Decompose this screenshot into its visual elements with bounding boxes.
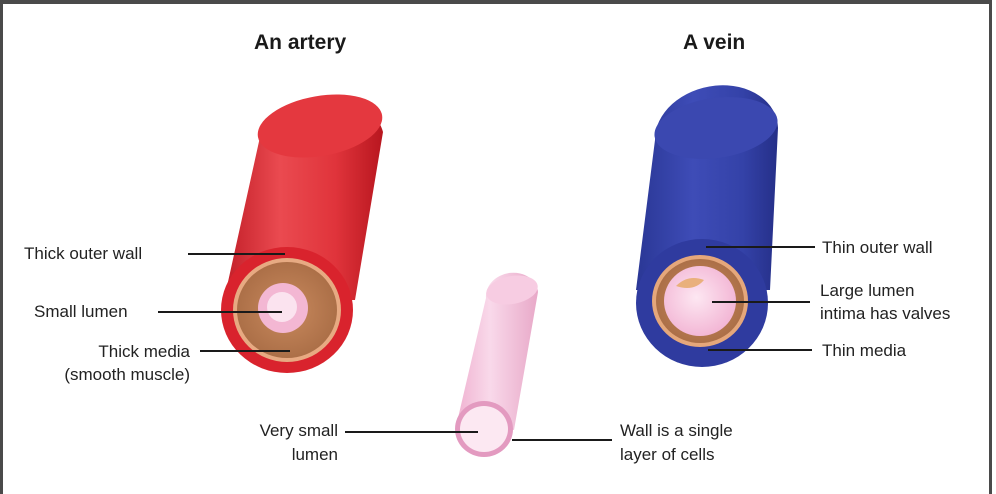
vein-media-label: Thin media xyxy=(822,340,906,361)
capillary-lumen-label-line2: lumen xyxy=(196,444,338,465)
artery-title: An artery xyxy=(254,31,346,55)
vein-title: A vein xyxy=(683,31,745,55)
artery-illustration xyxy=(221,86,387,373)
artery-lumen xyxy=(267,292,297,322)
capillary-wall-label-line1: Wall is a single xyxy=(620,420,733,441)
vein-outer-wall-label: Thin outer wall xyxy=(822,237,933,258)
capillary-illustration xyxy=(455,272,540,457)
artery-lumen-label: Small lumen xyxy=(34,301,128,322)
vein-lumen-label-line1: Large lumen xyxy=(820,280,915,301)
artery-media-label-line1: Thick media xyxy=(40,341,190,362)
artery-media-label-line2: (smooth muscle) xyxy=(40,364,190,385)
vein-illustration xyxy=(636,85,782,367)
vein-lumen-label-line2: intima has valves xyxy=(820,303,950,324)
capillary-lumen xyxy=(460,406,508,452)
capillary-lumen-label-line1: Very small xyxy=(196,420,338,441)
artery-outer-wall-label: Thick outer wall xyxy=(24,243,142,264)
capillary-wall-label-line2: layer of cells xyxy=(620,444,714,465)
